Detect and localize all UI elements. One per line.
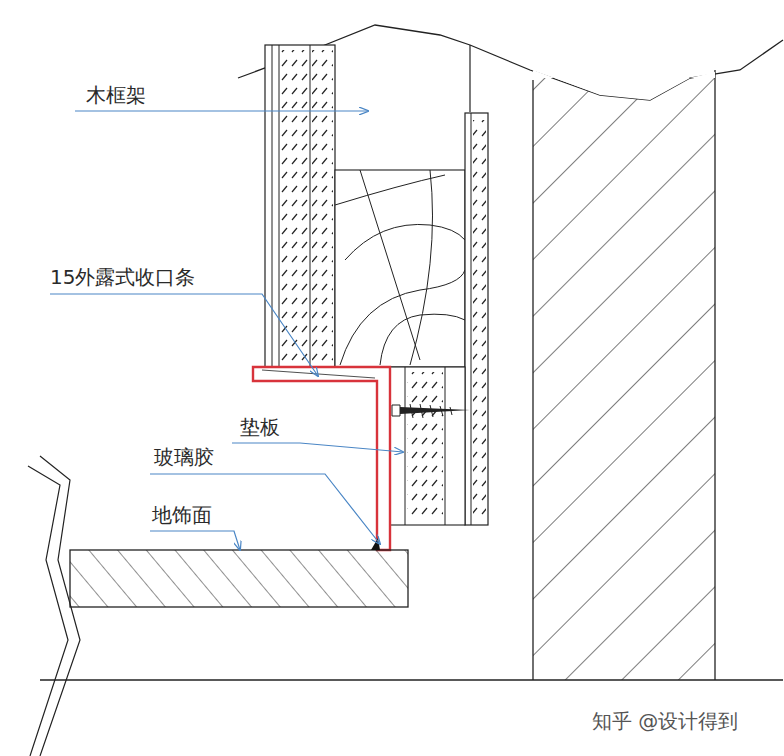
- wall-top-mask: [533, 70, 715, 100]
- leader-line: [150, 474, 380, 544]
- pad-line: [405, 367, 406, 525]
- watermark: 知乎 @设计得到: [592, 710, 738, 732]
- pad-line: [445, 367, 446, 525]
- wood-section: [335, 170, 465, 367]
- leader-line: [232, 443, 403, 452]
- screw-head: [392, 405, 400, 416]
- panel-hatch: [281, 50, 308, 364]
- floor-finish: [70, 550, 408, 607]
- wood-grain: [360, 170, 420, 360]
- leader-line: [50, 294, 318, 376]
- board-hatch: [473, 120, 486, 520]
- wall-hatch: [533, 78, 715, 680]
- pad-board: [390, 367, 465, 525]
- board-line: [471, 113, 472, 525]
- part-label: 玻璃胶: [154, 446, 214, 468]
- base-line: [40, 679, 783, 680]
- screw-thread: [410, 404, 452, 418]
- panel-hatch: [312, 50, 333, 364]
- panel-line: [272, 45, 273, 367]
- wood-grain: [410, 170, 433, 365]
- trim-inner: [262, 370, 375, 378]
- leader-line: [75, 110, 368, 111]
- break-line: [40, 456, 80, 756]
- wood-grain: [380, 314, 465, 365]
- panel-line: [310, 45, 311, 367]
- wood-grain: [340, 270, 465, 365]
- pad-hatch: [407, 372, 443, 520]
- wood-grain: [345, 224, 465, 260]
- leader-line: [150, 531, 240, 550]
- part-label: 15外露式收口条: [50, 266, 195, 288]
- part-label: 木框架: [86, 84, 146, 106]
- sealant-bead: [371, 538, 380, 550]
- break-line: [28, 466, 68, 756]
- part-label: 地饰面: [152, 504, 212, 526]
- wood-grain: [335, 175, 445, 205]
- part-label: 垫板: [240, 416, 280, 438]
- wall-line: [714, 70, 715, 680]
- frame-line: [469, 45, 470, 112]
- wall-line: [532, 80, 533, 680]
- wood-panel: [265, 45, 335, 367]
- vertical-board: [465, 113, 488, 525]
- trim-strip: [253, 367, 390, 550]
